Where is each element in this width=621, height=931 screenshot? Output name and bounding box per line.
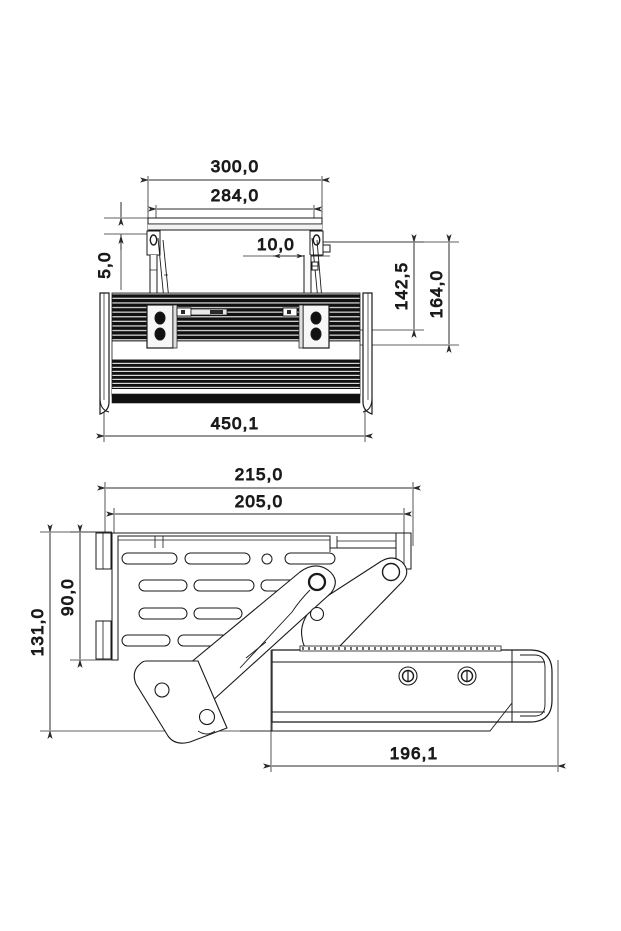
dim-5 (104, 202, 150, 290)
top-view: 300,0 284,0 5,0 10,0 1 (95, 157, 459, 442)
dim-4501-label: 450,1 (211, 414, 260, 433)
dim-5-label: 5,0 (95, 251, 114, 278)
top-view-left-arm (146, 230, 170, 301)
dim-1425-label: 142,5 (392, 262, 411, 311)
dim-215-label: 215,0 (235, 465, 284, 484)
dim-131-label: 131,0 (28, 608, 47, 657)
dim-205-label: 205,0 (235, 492, 284, 511)
top-view-right-bracket (282, 304, 330, 349)
dim-284-label: 284,0 (211, 186, 260, 205)
dim-1961-label: 196,1 (390, 744, 439, 763)
side-view-mounting-plate (95, 532, 412, 661)
tread-fastener-1 (457, 666, 477, 686)
dim-10-label: 10,0 (257, 235, 295, 254)
top-view-right-arm (303, 230, 331, 301)
side-view-lower-bracket (133, 660, 228, 744)
dim-164-label: 164,0 (427, 270, 446, 319)
tread-serration (299, 645, 502, 652)
dim-1961 (263, 650, 566, 772)
side-view-step-tread (240, 645, 553, 732)
dim-90-label: 90,0 (58, 578, 77, 616)
dim-90 (70, 524, 118, 668)
top-view-crossbar (147, 217, 323, 231)
dim-300-label: 300,0 (211, 157, 260, 176)
side-view: 215,0 205,0 131,0 90,0 196,1 (28, 465, 566, 772)
tread-fastener-2 (398, 666, 418, 686)
top-view-left-bracket (146, 304, 228, 349)
top-view-tread-body (99, 292, 373, 415)
